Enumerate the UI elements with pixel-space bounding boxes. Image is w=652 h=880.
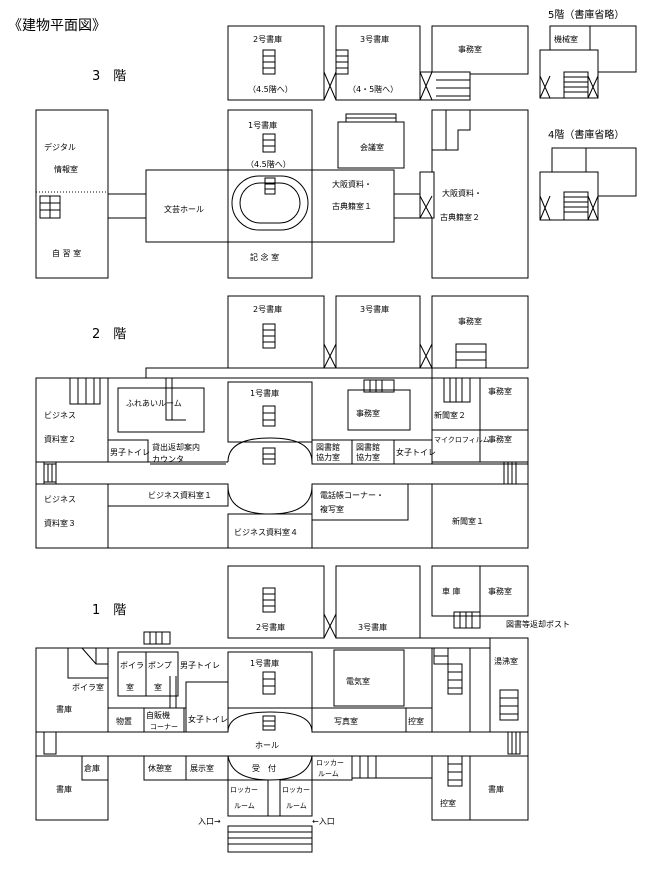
room-locker-middle-b: ルーム: [286, 802, 307, 810]
room-stack3: 3号書庫: [358, 622, 387, 632]
room-osaka2-b: 古典籍室２: [440, 212, 480, 222]
floor-4: 4階（書庫省略）: [539, 128, 637, 221]
room-microfilm: マイクロフィルム: [434, 436, 490, 444]
room-coop1-b: 協力室: [316, 452, 340, 462]
page-title: 《建物平面図》: [8, 18, 106, 34]
floor-label: 3 階: [92, 69, 126, 84]
room-office-r2: 事務室: [488, 434, 512, 444]
room-womens-toilet: 女子トイレ: [188, 714, 228, 724]
room-stack1-note: （4.5階へ）: [246, 159, 291, 169]
room-coop2-a: 図書館: [356, 442, 380, 452]
floor-2: 2 階 2号書庫 3号書庫 事務室 ビジネス 資料室２ ビジネス 資料室３ ふれ…: [35, 295, 529, 549]
room-electric: 電気室: [346, 676, 370, 686]
room-office-r1: 事務室: [488, 386, 512, 396]
room-phonebook-a: 電話帳コーナー・: [320, 490, 384, 500]
room-photo: 写真室: [334, 716, 358, 726]
room-office: 事務室: [488, 586, 512, 596]
room-study: 自 習 室: [52, 248, 81, 258]
room-mens-toilet: 男子トイレ: [180, 661, 220, 670]
room-stack2: 2号書庫: [253, 304, 282, 314]
room-garage: 車 庫: [442, 586, 461, 596]
room-news1: 新聞室１: [452, 516, 484, 526]
room-osaka1-b: 古典籍室１: [332, 201, 372, 211]
room-reception: 受 付: [252, 763, 276, 773]
room-biz3-b: 資料室３: [44, 518, 76, 528]
room-boiler1-a: ボイラ: [120, 661, 144, 670]
room-return-post: 図書等返却ポスト: [506, 619, 570, 629]
room-stacks-bottom-right: 書庫: [488, 784, 504, 794]
room-literary-hall: 文芸ホール: [164, 204, 204, 214]
room-exhibit: 展示室: [190, 763, 214, 773]
room-stack2-note: （4.5階へ）: [248, 84, 293, 94]
room-digital-2: 情報室: [54, 164, 78, 174]
room-control-2: 控室: [440, 798, 456, 808]
floor-3: 3 階 2号書庫 （4.5階へ） 3号書庫 （4・5階へ） 事務室 1号書庫 （…: [35, 25, 529, 279]
room-boiler2: ボイラ室: [72, 682, 104, 692]
room-water: 湯沸室: [494, 656, 518, 666]
room-vending-b: コーナー: [150, 723, 178, 731]
room-office: 事務室: [458, 44, 482, 54]
floor-label: 1 階: [92, 603, 126, 618]
floor-label: 2 階: [92, 327, 126, 342]
floor-label: 4階（書庫省略）: [548, 128, 624, 141]
room-vending-a: 自販機: [146, 710, 170, 720]
room-lending-a: 貸出返却案内: [152, 442, 200, 452]
room-lounge: 休憩室: [148, 763, 172, 773]
room-stack1: 1号書庫: [248, 120, 277, 130]
room-stack1: 1号書庫: [250, 658, 279, 668]
entrance-left: 入口→: [198, 817, 221, 826]
room-warehouse: 倉庫: [84, 763, 100, 773]
room-biz4: ビジネス資料室４: [234, 527, 298, 537]
room-biz1: ビジネス資料室１: [148, 490, 212, 500]
room-osaka2-a: 大阪資料・: [442, 188, 482, 198]
room-coop1-a: 図書館: [316, 442, 340, 452]
room-stack1: 1号書庫: [250, 388, 279, 398]
room-stacks-left: 書庫: [56, 704, 72, 714]
room-news2: 新聞室２: [434, 410, 466, 420]
room-stack3: 3号書庫: [360, 34, 389, 44]
room-locker-right-a: ロッカー: [316, 759, 344, 767]
room-biz2-b: 資料室２: [44, 434, 76, 444]
room-coop2-b: 協力室: [356, 452, 380, 462]
room-office-top: 事務室: [458, 316, 482, 326]
room-digital-1: デジタル: [44, 142, 76, 152]
room-locker-right-b: ルーム: [318, 770, 339, 778]
floor-5: 5階（書庫省略） 機械室: [539, 8, 637, 99]
entrance-right: ←入口: [312, 817, 335, 826]
room-biz3-a: ビジネス: [44, 495, 76, 504]
room-phonebook-b: 複写室: [320, 504, 344, 514]
room-locker-middle-a: ロッカー: [282, 786, 310, 794]
room-office-mid: 事務室: [356, 408, 380, 418]
room-locker-left-a: ロッカー: [230, 786, 258, 794]
room-stack3-note: （4・5階へ）: [348, 84, 398, 94]
room-stack2: 2号書庫: [256, 622, 285, 632]
room-osaka1-a: 大阪資料・: [332, 179, 372, 189]
room-pump-b: 室: [154, 682, 162, 692]
room-pump-a: ポンプ: [148, 661, 172, 670]
floor-label: 5階（書庫省略）: [548, 8, 624, 21]
room-boiler1-b: 室: [126, 682, 134, 692]
room-stacks-bottom-left: 書庫: [56, 784, 72, 794]
room-storage: 物置: [116, 716, 132, 726]
room-memorial: 記 念 室: [250, 252, 279, 262]
room-meeting: 会議室: [360, 142, 384, 152]
room-hall: ホール: [255, 741, 279, 750]
room-stack3: 3号書庫: [360, 304, 389, 314]
room-mens-toilet: 男子トイレ: [110, 448, 150, 457]
room-lending-b: カウンタ: [152, 455, 184, 464]
room-fureai: ふれあいルーム: [126, 399, 182, 408]
room-machine: 機械室: [554, 34, 578, 44]
room-womens-toilet: 女子トイレ: [396, 447, 436, 457]
room-biz2-a: ビジネス: [44, 411, 76, 420]
floor-1: 1 階 2号書庫 3号書庫 車 庫 事務室 図書等返却ポスト 書庫 ボイラ室 ボ…: [35, 565, 570, 853]
room-locker-left-b: ルーム: [234, 802, 255, 810]
room-control-1: 控室: [408, 716, 424, 726]
room-stack2: 2号書庫: [253, 34, 282, 44]
